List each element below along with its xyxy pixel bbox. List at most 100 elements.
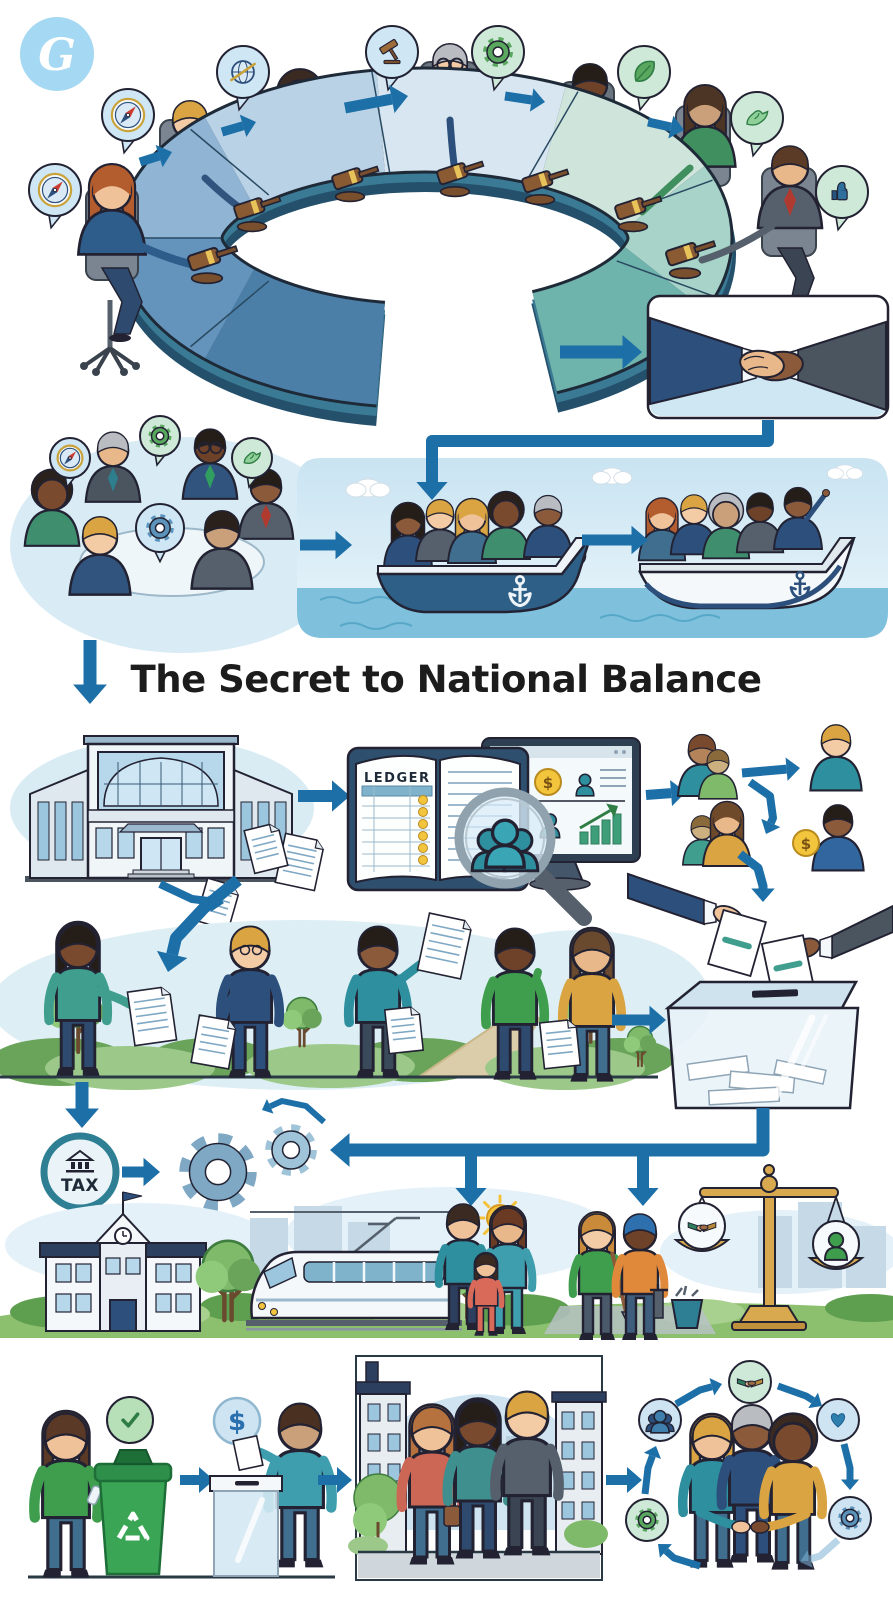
bird-speech-bubble [231, 437, 273, 489]
person [811, 804, 865, 872]
cycle-arrow [776, 1382, 822, 1409]
cloud [345, 478, 391, 498]
person-glyph [575, 773, 595, 797]
gear-blue-badge [828, 1496, 872, 1540]
council-to-agreement-arrow [560, 335, 642, 369]
person [68, 515, 132, 596]
flow-arrow [504, 88, 545, 112]
donation-dollar-icon: $ [228, 1407, 246, 1437]
ledger-label: LEDGER [364, 771, 431, 786]
school-building [39, 1191, 207, 1332]
flow-arrow [138, 144, 172, 168]
thumb-icon [831, 181, 848, 201]
person-green-icon [823, 1231, 849, 1261]
to-title-arrow [73, 640, 107, 704]
gavel [614, 195, 663, 233]
gear-green-badge [625, 1498, 669, 1542]
citizens-badge [638, 1398, 682, 1442]
gavel-head [614, 195, 663, 221]
gear-icon [483, 37, 513, 67]
gavel [436, 160, 485, 198]
boat-to-boat-arrow [582, 525, 648, 555]
tax-label: TAX [61, 1176, 99, 1196]
gavel-glyph [379, 38, 399, 61]
gear-blue-icon [146, 514, 174, 542]
tax-and-gears-flow [40, 1082, 770, 1212]
gavel [331, 165, 380, 203]
coin-dollar-icon: $ [801, 835, 811, 853]
person [43, 920, 113, 1076]
cycle-arrow [674, 1377, 722, 1408]
compass-speech-bubble [101, 88, 155, 155]
globe-slash-icon [230, 60, 256, 84]
document [190, 1014, 237, 1070]
person-glyph [484, 818, 526, 869]
scales-of-justice [673, 1164, 865, 1331]
gear-green-speech-bubble [139, 415, 181, 467]
public-services-scene [0, 1150, 893, 1340]
into-voyage-arrow [300, 530, 352, 560]
brand-monogram-icon: G [38, 30, 76, 81]
handshake-mini-icon [687, 1221, 717, 1233]
document [243, 823, 289, 875]
citizens-to-tax-arrow [65, 1082, 99, 1128]
donation-box [209, 1475, 283, 1577]
document [383, 1006, 425, 1055]
gavel-speech-bubble [365, 25, 419, 92]
next-step-arrow [180, 1467, 214, 1493]
gavel [665, 240, 717, 280]
leaf-speech-bubble [617, 45, 671, 112]
person [467, 1251, 505, 1336]
docs-to-citizens-arrow [156, 875, 242, 972]
person [809, 724, 863, 792]
small-gear [265, 1124, 317, 1176]
person [29, 1409, 103, 1578]
citizens-document-review-scene [0, 875, 710, 1090]
bird-icon [243, 451, 261, 465]
compass-icon [37, 172, 73, 208]
leadership-boats-scene [297, 420, 888, 638]
check-icon [121, 1412, 140, 1428]
document [538, 1019, 582, 1070]
gavel [521, 168, 570, 206]
funds-to-community-arrow [455, 1150, 487, 1206]
tree [195, 1239, 261, 1323]
compass-icon [56, 444, 84, 472]
rotation-arrow [262, 1098, 326, 1125]
citizens-icon [645, 1409, 675, 1434]
monitor-dollar-icon: $ [543, 774, 553, 792]
tree [282, 996, 322, 1048]
person [557, 926, 627, 1082]
budget-ledger-flow [10, 724, 865, 931]
person [23, 468, 81, 547]
cycle-arrow [641, 1446, 661, 1495]
deliberation-group-scene [10, 415, 354, 704]
gavel-head [233, 195, 282, 221]
bird-icon [746, 110, 769, 126]
gavel-icon [379, 38, 401, 65]
civic-actions-row [28, 1355, 872, 1581]
main-gear [179, 1133, 257, 1211]
document [274, 832, 324, 892]
funds-to-works-arrow [627, 1150, 659, 1206]
person-green-badge [812, 1220, 860, 1268]
gavel-head [331, 165, 380, 191]
compass-speech-bubble [49, 437, 91, 489]
gavel-head [521, 168, 570, 194]
person [190, 509, 254, 590]
handshake-mini-icon [736, 1378, 764, 1388]
text-labels: G The Secret to National Balance LEDGER … [20, 17, 811, 1437]
person [735, 492, 785, 554]
unity-circle [677, 1404, 828, 1570]
gear-blue-icon [838, 1506, 862, 1530]
gear-green-icon [483, 37, 513, 67]
leaf-icon [634, 60, 655, 82]
handshake-mini-badge [728, 1360, 772, 1404]
anchor-icon [789, 571, 811, 600]
gavel-head [436, 160, 485, 186]
person [263, 1402, 337, 1568]
gear-green-speech-bubble [471, 25, 525, 92]
gavel-head [187, 245, 239, 272]
brand-logo [20, 17, 94, 91]
